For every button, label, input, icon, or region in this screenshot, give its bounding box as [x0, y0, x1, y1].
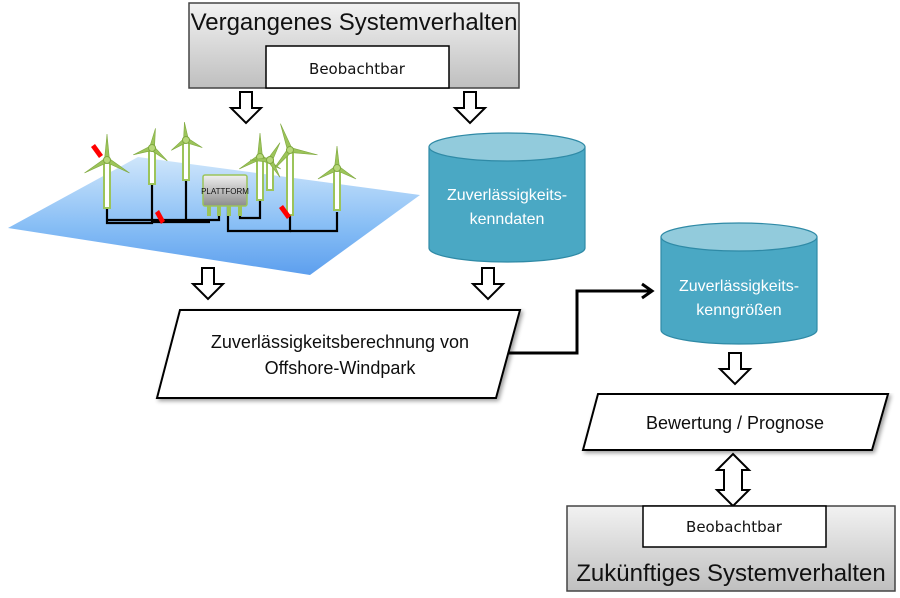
- wind-turbine-icon: [271, 123, 318, 216]
- arrow-calc-to-kenngroessen: [508, 282, 655, 355]
- past-system-behavior-box: Vergangenes Systemverhalten Beobachtbar: [188, 2, 520, 89]
- reliability-calculation-box: Zuverlässigkeitsberechnung von Offshore-…: [155, 309, 522, 399]
- wind-turbine-icon: [84, 133, 130, 209]
- wind-turbines: [84, 122, 357, 216]
- wind-turbine-icon: [171, 122, 203, 181]
- offshore-windpark-illustration: PLATTFORM: [8, 122, 420, 275]
- kenngroessen-line2: kenngrößen: [696, 302, 781, 319]
- past-system-behavior-title: Vergangenes Systemverhalten: [191, 9, 518, 36]
- wind-turbine-icon: [317, 145, 357, 211]
- arrow-windpark-to-calc: [192, 267, 224, 300]
- observable-label-bottom: Beobachtbar: [686, 518, 783, 536]
- fault-marker-icon: [279, 205, 291, 219]
- reliability-data-database: Zuverlässigkeits- kenndaten: [428, 132, 586, 263]
- future-system-behavior-title: Zukünftiges Systemverhalten: [576, 560, 885, 587]
- kenngroessen-line1: Zuverlässigkeits-: [679, 278, 799, 295]
- fault-markers: [91, 144, 291, 224]
- arrow-kenndaten-to-calc: [472, 267, 504, 300]
- observable-box-bottom: [642, 505, 827, 548]
- platform-label: PLATTFORM: [201, 187, 249, 196]
- kenndaten-line1: Zuverlässigkeits-: [447, 187, 567, 204]
- double-arrow-eval-bottom: [714, 452, 752, 508]
- calc-line2: Offshore-Windpark: [265, 358, 417, 378]
- kenndaten-line2: kenndaten: [470, 211, 545, 228]
- platform: PLATTFORM: [201, 174, 249, 216]
- arrow-kenngroessen-to-eval: [719, 352, 751, 385]
- future-system-behavior-box: Beobachtbar Zukünftiges Systemverhalten: [566, 505, 896, 592]
- arrow-down-to-kenndaten: [454, 91, 486, 124]
- wind-turbine-icon: [249, 142, 281, 191]
- eval-label: Bewertung / Prognose: [646, 413, 824, 433]
- observable-box-top: [265, 45, 450, 89]
- reliability-parameters-database: Zuverlässigkeits- kenngrößen: [660, 222, 818, 345]
- fault-marker-icon: [91, 144, 103, 158]
- evaluation-forecast-box: Bewertung / Prognose: [581, 393, 890, 451]
- wind-turbine-icon: [133, 128, 168, 185]
- fault-marker-icon: [155, 210, 165, 224]
- calc-line1: Zuverlässigkeitsberechnung von: [211, 332, 469, 352]
- observable-label-top: Beobachtbar: [309, 60, 406, 78]
- arrow-down-to-windpark: [230, 91, 262, 124]
